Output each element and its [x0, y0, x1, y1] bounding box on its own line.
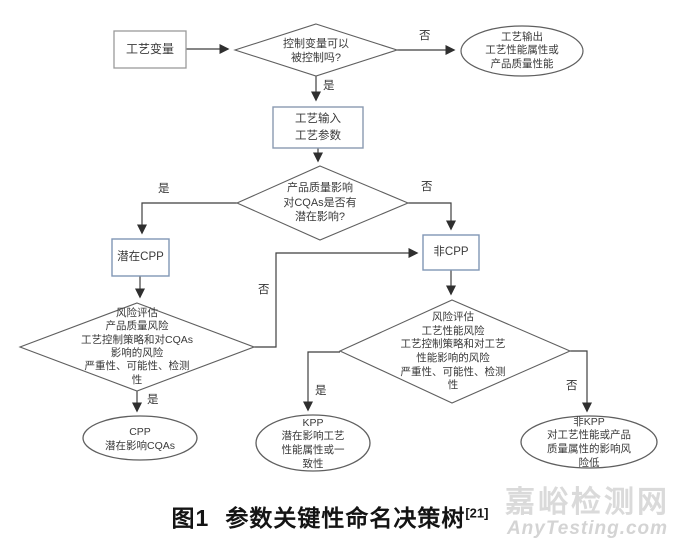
node-risk-performance: 风险评估 工艺性能风险 工艺控制策略和对工艺 性能影响的风险 严重性、可能性、检…: [400, 311, 506, 392]
shape-kpp-ellipse: [255, 414, 371, 472]
node-process-input: 工艺输入 工艺参数: [295, 113, 341, 142]
node-process-variable: 工艺变量: [125, 41, 174, 56]
figure-caption: 图1 参数关键性命名决策树[21]: [0, 499, 660, 533]
figure-reference: [21]: [465, 505, 489, 521]
figure-number: 图1: [171, 505, 210, 531]
node-cpp: CPP 潜在影响CQAs: [104, 425, 175, 452]
connector-risk-performance-yes-to-kpp: [302, 351, 340, 412]
shape-non-cpp-box: [422, 234, 480, 271]
edge-label-yes-bottom-left: 是: [147, 394, 159, 406]
flowchart-canvas: [18, 23, 658, 472]
node-non-kpp: 非KPP 对工艺性能或产品 质量属性的影响风 险低: [547, 415, 631, 469]
node-kpp: KPP 潜在影响工艺 性能属性或一 致性: [281, 416, 345, 470]
shape-cpp-ellipse: [82, 415, 198, 461]
connector-no-to-non-cpp: [408, 202, 457, 231]
shape-non-kpp-ellipse: [520, 415, 658, 469]
shape-process-input-box: [272, 106, 364, 149]
connector-risk-performance-no-to-non-kpp: [570, 350, 593, 413]
edge-label-no-bottom-right: 否: [566, 380, 578, 392]
edge-label-no-mid: 否: [258, 284, 270, 296]
shape-process-output-ellipse: [460, 25, 584, 77]
node-risk-quality: 风险评估 产品质量风险 工艺控制策略和对CQAs 影响的风险 严重性、可能性、检…: [80, 306, 193, 386]
shape-risk-quality-diamond: [18, 302, 256, 392]
node-control-decision: 控制变量可以 被控制吗?: [283, 37, 349, 64]
connector-risk-quality-no-to-non-cpp: [254, 247, 419, 348]
edge-label-no-top: 否: [419, 30, 431, 42]
shape-risk-performance-diamond: [338, 299, 572, 404]
shape-potential-cpp-box: [111, 238, 170, 277]
edge-label-yes-top: 是: [323, 80, 335, 92]
shape-process-variable-box: [113, 30, 187, 69]
connector-yes-to-potential-cpp: [136, 202, 237, 235]
edge-label-yes-bottom-mid: 是: [315, 385, 327, 397]
shape-quality-decision-diamond: [235, 165, 410, 241]
figure-title: 参数关键性命名决策树: [225, 505, 466, 531]
edge-label-no-right: 否: [421, 181, 433, 193]
shape-control-decision-diamond: [233, 23, 399, 77]
node-non-cpp: 非CPP: [433, 246, 469, 259]
node-process-output: 工艺输出 工艺性能属性或 产品质量性能: [485, 30, 559, 70]
node-potential-cpp: 潜在CPP: [117, 251, 164, 264]
edge-label-yes-left: 是: [158, 183, 170, 195]
node-quality-impact-decision: 产品质量影响 对CQAs是否有 潜在影响?: [283, 181, 357, 224]
